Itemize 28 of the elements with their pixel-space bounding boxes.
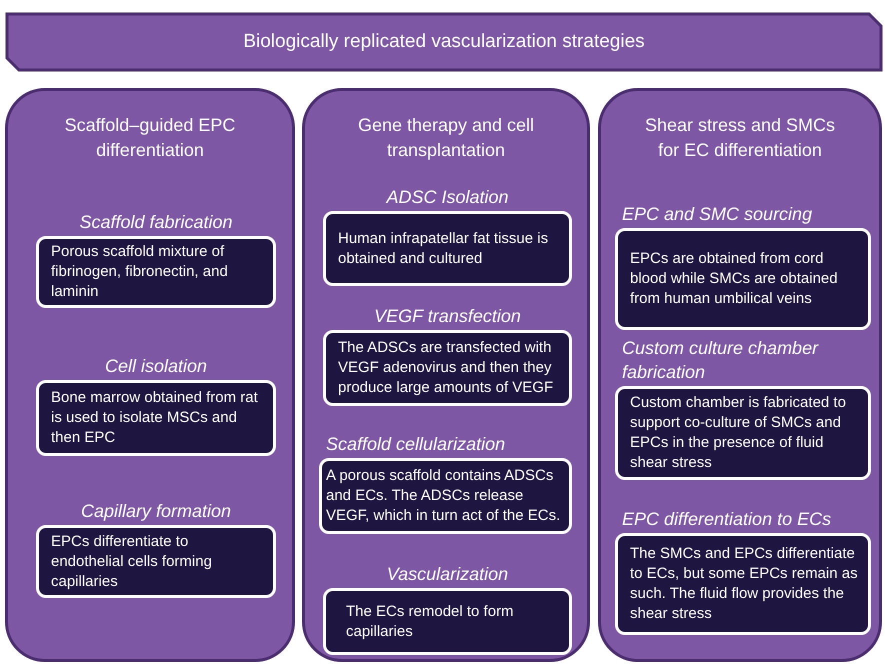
step-heading: Scaffold fabrication xyxy=(78,211,234,234)
strategy-panel xyxy=(598,88,882,662)
step-text: A porous scaffold contains ADSCs and ECs. The ADSCs release VEGF, which in turn act of the ECs. xyxy=(325,466,562,526)
step-heading: Capillary formation xyxy=(80,500,232,523)
step-heading: Custom culture chamber fabrication xyxy=(621,337,820,384)
step-text: The SMCs and EPCs differentiate to ECs, but some EPCs remain as such. The fluid flow provides the shear stress xyxy=(629,544,859,624)
step-text: Human infrapatellar fat tissue is obtained and cultured xyxy=(337,228,550,268)
step-heading: ADSC Isolation xyxy=(384,186,510,209)
step-heading: EPC and SMC sourcing xyxy=(621,203,814,226)
step-text: Custom chamber is fabricated to support co-culture of SMCs and EPCs in the presence of fluid shear stress xyxy=(629,393,847,473)
strategy-panel xyxy=(5,88,295,662)
panel-heading: Shear stress and SMCs for EC differentiation xyxy=(644,114,836,162)
panel-heading: Scaffold–guided EPC differentiation xyxy=(64,114,236,162)
step-heading: Cell isolation xyxy=(104,355,208,378)
step-text: EPCs are obtained from cord blood while SMCs are obtained from human umbilical veins xyxy=(629,249,839,309)
step-text: Porous scaffold mixture of fibrinogen, fibronectin, and laminin xyxy=(50,242,229,302)
step-heading: Vascularization xyxy=(386,563,510,586)
step-text: Bone marrow obtained from rat is used to isolate MSCs and then EPC xyxy=(50,388,259,448)
step-text: The ECs remodel to form capillaries xyxy=(345,602,515,642)
title-banner xyxy=(5,12,883,72)
panel-heading: Gene therapy and cell transplantation xyxy=(356,114,536,162)
step-heading: EPC differentiation to ECs xyxy=(621,508,832,531)
step-text: EPCs differentiate to endothelial cells forming capillaries xyxy=(50,532,213,592)
banner-title: Biologically replicated vascularization strategies xyxy=(243,30,645,54)
strategy-panel xyxy=(302,88,590,662)
step-heading: Scaffold cellularization xyxy=(325,433,506,456)
step-text: The ADSCs are transfected with VEGF adenovirus and then they produce large amounts of VEGF xyxy=(337,338,554,398)
step-heading: VEGF transfection xyxy=(373,305,522,328)
